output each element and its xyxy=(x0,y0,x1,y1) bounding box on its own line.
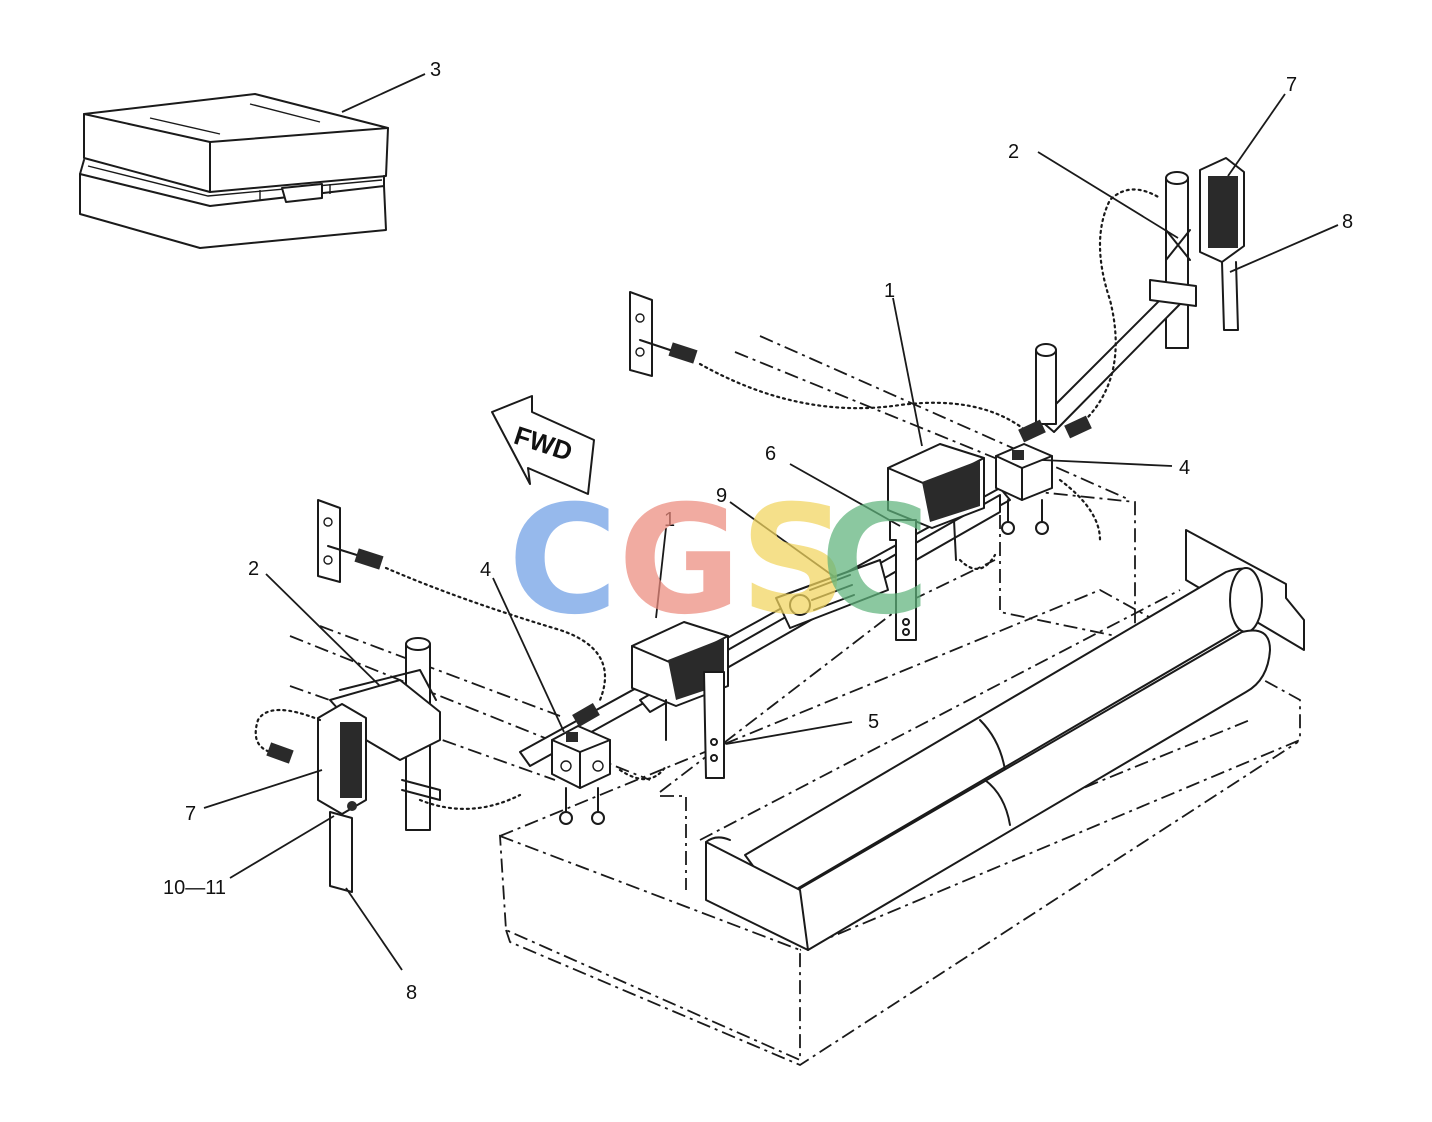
callout-10-11: 10—11 xyxy=(163,877,226,899)
callout-6: 6 xyxy=(765,443,776,465)
callout-2-left: 2 xyxy=(248,558,259,580)
watermark-letter-c1: C xyxy=(508,474,618,648)
callout-8-right: 8 xyxy=(1342,211,1353,233)
watermark-letter-s: S xyxy=(740,474,848,648)
right-side-light xyxy=(1199,157,1245,331)
callout-numbers: 3 7 2 8 1 4 6 9 1 4 2 5 7 10—11 8 xyxy=(163,59,1353,1004)
callout-5: 5 xyxy=(868,711,879,733)
callout-7-right: 7 xyxy=(1286,74,1297,96)
callout-8-left: 8 xyxy=(406,982,417,1004)
upper-bracket xyxy=(889,519,917,641)
right-clamp xyxy=(995,443,1053,535)
left-side-light xyxy=(317,703,367,893)
left-mount-post xyxy=(329,637,441,831)
leader-lines xyxy=(203,73,1339,971)
callout-2-right: 2 xyxy=(1008,141,1019,163)
watermark-logo: C G S C xyxy=(508,474,930,648)
watermark-letter-c2: C xyxy=(820,474,930,648)
roller-assembly xyxy=(705,529,1305,951)
callout-4-left: 4 xyxy=(480,559,491,581)
lower-wire-harness xyxy=(254,499,668,810)
watermark-letter-g: G xyxy=(618,474,741,648)
callout-9: 9 xyxy=(716,485,727,507)
callout-1-lower: 1 xyxy=(664,509,675,531)
upper-wire-harness xyxy=(629,188,1162,570)
lower-bracket xyxy=(703,671,725,779)
left-clamp xyxy=(551,725,611,825)
callout-7-left: 7 xyxy=(185,803,196,825)
callout-4-right: 4 xyxy=(1179,457,1190,479)
callout-1-upper: 1 xyxy=(884,280,895,302)
forward-arrow: FWD xyxy=(491,395,595,495)
callout-3: 3 xyxy=(430,59,441,81)
upper-marker-light xyxy=(887,443,985,561)
right-mount-post xyxy=(1035,171,1197,433)
storage-case xyxy=(79,93,389,249)
